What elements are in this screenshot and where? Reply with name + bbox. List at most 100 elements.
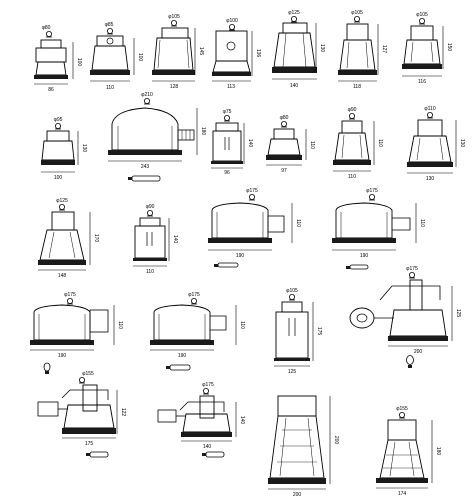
fixture-f15: φ90 110 140 [133,204,178,275]
width-label: 190 [236,253,245,259]
fixture-f13: φ110 130 130 [407,106,465,182]
fixture-f4: φ100 113 136 [212,18,261,90]
width-label: 130 [426,176,435,182]
width-label: 200 [293,492,302,498]
width-label: 86 [48,87,54,93]
diameter-label: φ155 [396,406,408,412]
diameter-label: φ175 [406,266,418,272]
diameter-label: φ75 [223,109,232,115]
fixture-f23: φ175 140 140 [157,382,245,458]
width-label: 174 [398,491,407,497]
height-label: 122 [120,408,126,417]
fixture-f10: φ75 96 140 [211,109,253,176]
fixture-f22: φ155 175 122 [37,371,126,458]
diameter-label: φ105 [168,14,180,20]
height-label: 140 [172,235,178,244]
width-label: 118 [353,84,361,90]
fixture-f17: φ175 190 110 [332,188,425,270]
width-label: 148 [58,273,67,279]
height-label: 145 [198,47,204,56]
diameter-label: φ175 [366,188,378,194]
fixture-f19: φ175 190 110 [150,292,245,371]
height-label: 130 [319,44,325,53]
lamp-bulb-icon [346,264,369,270]
height-label: 170 [93,234,99,243]
height-label: 100 [76,58,82,67]
height-label: 110 [239,321,245,329]
height-label: 110 [295,219,301,227]
height-label: 140 [239,416,245,425]
height-label: 180 [200,127,206,136]
diameter-label: φ155 [82,371,94,377]
diameter-label: φ125 [56,198,68,204]
width-label: 200 [414,349,423,355]
height-label: 200 [333,436,339,445]
width-label: 190 [360,253,369,259]
lamp-bulb-icon [43,362,51,374]
height-label: 130 [459,139,465,148]
lamp-bulb-icon [86,451,109,458]
height-label: 130 [81,144,87,153]
height-label: 110 [309,141,315,149]
lamp-bulb-icon [128,175,161,182]
lamp-bulb-icon [214,262,239,268]
height-label: 125 [455,309,461,318]
diameter-label: φ80 [42,25,51,31]
width-label: 128 [170,84,179,90]
diameter-label: φ175 [202,382,214,388]
diameter-label: φ175 [64,292,76,298]
fixture-f24: 200 200 [268,395,339,498]
width-label: 175 [85,441,94,447]
width-label: 100 [54,175,63,181]
fixture-f14: φ125 148 170 [38,198,99,279]
height-label: 150 [446,43,452,52]
width-label: 140 [290,83,299,89]
width-label: 113 [227,84,235,90]
width-label: 190 [58,353,67,359]
diameter-label: φ90 [146,204,155,210]
height-label: 180 [435,447,441,456]
diameter-label: φ110 [424,106,435,112]
fixture-f25: φ155 174 180 [376,406,441,497]
diameter-label: φ175 [246,188,258,194]
width-label: 110 [146,269,154,275]
diameter-label: φ210 [141,92,153,98]
fixture-f9: φ210 243 180 [108,92,206,182]
width-label: 190 [178,353,187,359]
width-label: 125 [288,369,297,375]
height-label: 110 [419,219,425,227]
fixture-f18: φ175 190 110 [30,292,123,374]
diameter-label: φ95 [54,117,63,123]
fixture-f12: φ90 110 110 [333,107,383,180]
fixture-f6: φ105 118 127 [338,10,387,90]
height-label: 127 [381,45,387,54]
diameter-label: φ125 [288,10,300,16]
diameter-label: φ90 [348,107,357,113]
height-label: 175 [316,327,322,336]
width-label: 140 [203,444,212,450]
width-label: 96 [224,170,230,176]
diameter-label: φ105 [416,12,428,18]
height-label: 136 [255,49,261,58]
fixture-f1: φ80 86 100 [34,25,82,93]
lamp-bulb-icon [202,451,225,458]
diameter-label: φ85 [105,22,114,28]
diameter-label: φ105 [286,288,298,294]
fixture-f2: φ85 110 100 [90,22,143,91]
width-label: 110 [106,85,114,91]
width-label: 97 [281,168,287,174]
height-label: 110 [377,139,383,147]
height-label: 110 [117,321,123,329]
fixture-f3: φ105 128 145 [152,14,204,90]
lamp-bulb-icon [406,355,414,368]
diameter-label: φ100 [226,18,238,24]
fixture-f8: φ95 100 130 [41,117,87,181]
fixture-f5: φ125 140 130 [272,10,325,89]
fixture-f21: φ175 200 125 [349,266,461,368]
diameter-label: φ105 [351,10,363,16]
fixture-f7: φ105 116 150 [402,12,452,85]
width-label: 243 [141,164,150,170]
height-label: 100 [137,53,143,62]
diameter-label: φ80 [280,115,289,121]
